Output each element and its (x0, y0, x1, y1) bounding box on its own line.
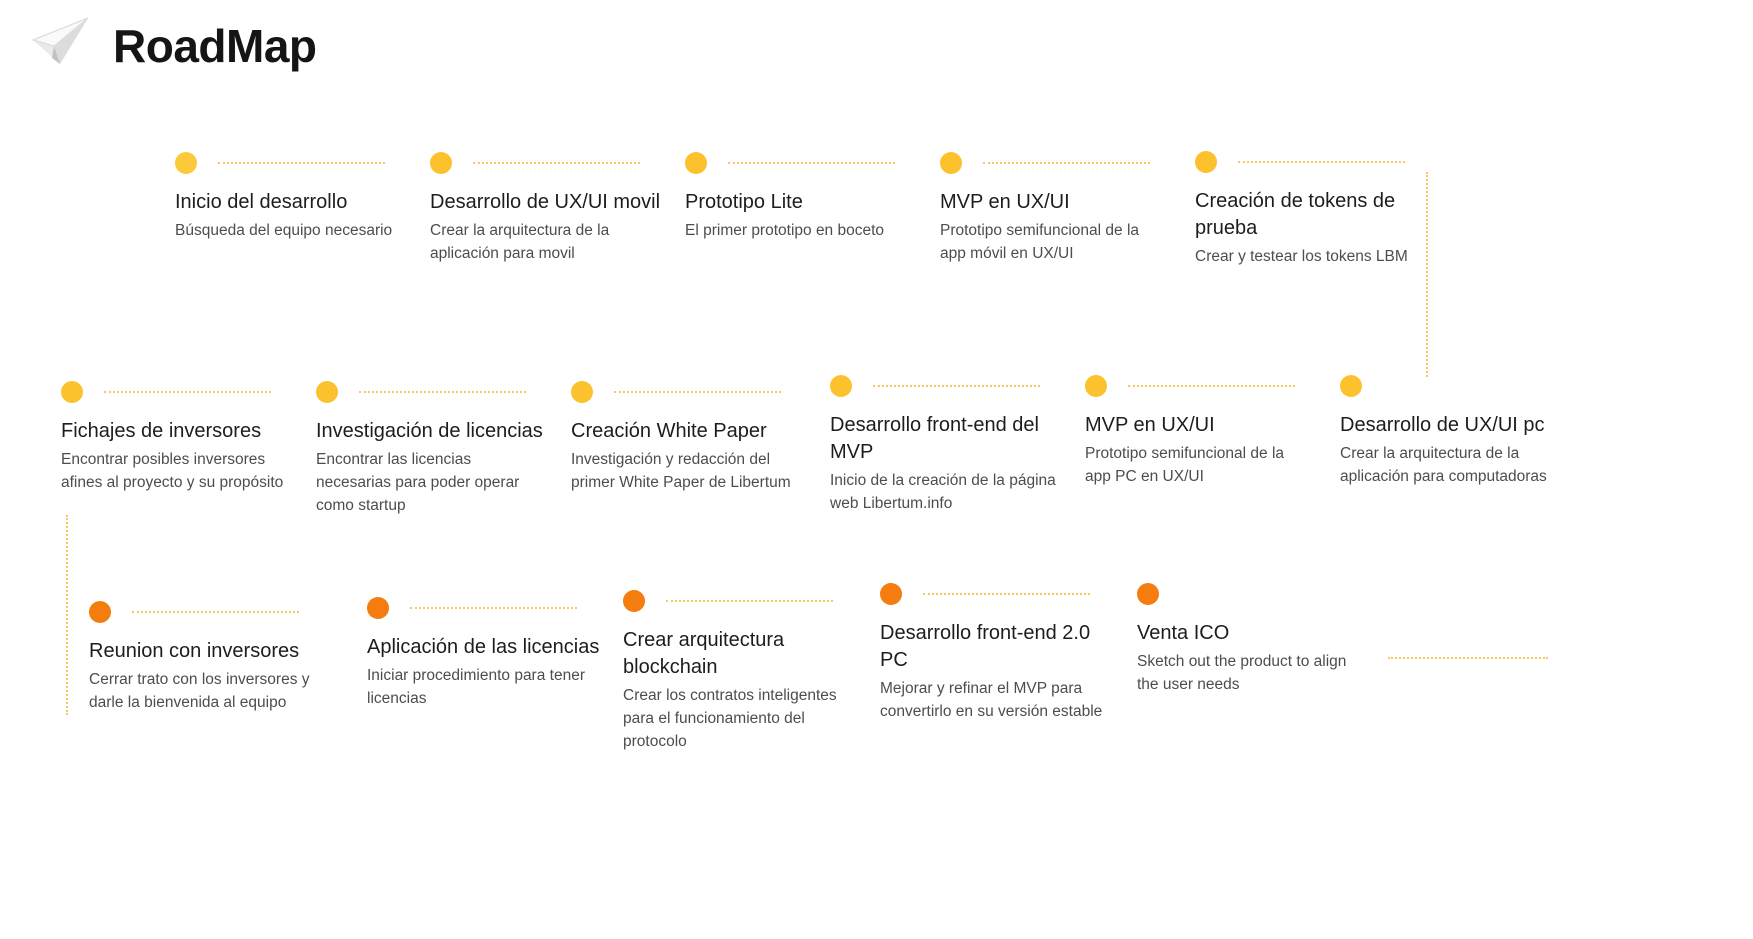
milestone-title: Prototipo Lite (685, 191, 803, 213)
milestone-title: MVP en UX/UI (1085, 414, 1215, 436)
milestone-description: Crear los contratos inteligentes para el… (623, 687, 837, 750)
milestone-dot (89, 601, 111, 623)
milestone-dot (940, 152, 962, 174)
milestone-dot (1340, 375, 1362, 397)
connector-line (1238, 161, 1405, 163)
connector-line (923, 593, 1090, 595)
paper-plane-icon (30, 14, 92, 68)
milestone-dot (880, 583, 902, 605)
connector-line (728, 162, 895, 164)
milestone-dot (571, 381, 593, 403)
milestone-title: Creación de tokens de prueba (1195, 190, 1396, 239)
milestone-dot (1195, 151, 1217, 173)
milestone-dot (685, 152, 707, 174)
connector-line (983, 162, 1150, 164)
milestone-dot (61, 381, 83, 403)
connector-line (410, 607, 577, 609)
milestone-dot (316, 381, 338, 403)
milestone-description: Sketch out the product to align the user… (1137, 653, 1347, 693)
milestone-description: Cerrar trato con los inversores y darle … (89, 671, 310, 711)
milestone-description: Inicio de la creación de la página web L… (830, 472, 1056, 512)
milestone-title: Inicio del desarrollo (175, 191, 348, 213)
milestone-title: MVP en UX/UI (940, 191, 1070, 213)
milestone-title: Reunion con inversores (89, 640, 300, 662)
milestone-description: Prototipo semifuncional de la app PC en … (1085, 445, 1285, 485)
milestone-title: Desarrollo front-end 2.0 PC (880, 622, 1091, 671)
milestone-title: Desarrollo de UX/UI movil (430, 191, 661, 213)
header: RoadMap (30, 14, 450, 78)
milestone-dot (623, 590, 645, 612)
connector-line (473, 162, 640, 164)
milestone-description: Crear la arquitectura de la aplicación p… (1340, 445, 1547, 485)
milestone-description: Crear y testear los tokens LBM (1195, 248, 1408, 265)
trailing-connector (1388, 657, 1548, 659)
connector-line (104, 391, 271, 393)
page-title: RoadMap (113, 20, 317, 72)
milestone-description: Investigación y redacción del primer Whi… (571, 451, 791, 491)
milestone-title: Fichajes de inversores (61, 420, 262, 442)
milestone-description: El primer prototipo en boceto (685, 222, 885, 239)
milestone-dot (830, 375, 852, 397)
milestone-dot (1137, 583, 1159, 605)
milestone-title: Desarrollo front-end del MVP (830, 414, 1039, 463)
milestone-description: Iniciar procedimiento para tener licenci… (367, 667, 585, 707)
milestone-description: Mejorar y refinar el MVP para convertirl… (880, 680, 1103, 720)
row-connector-left (66, 515, 68, 715)
connector-line (666, 600, 833, 602)
milestone-dot (1085, 375, 1107, 397)
milestone-description: Prototipo semifuncional de la app móvil … (940, 222, 1140, 262)
milestone-title: Investigación de licencias (316, 420, 543, 442)
connector-line (132, 611, 299, 613)
connector-line (614, 391, 781, 393)
milestone-dot (430, 152, 452, 174)
milestone-title: Desarrollo de UX/UI pc (1340, 414, 1545, 436)
connector-line (873, 385, 1040, 387)
connector-line (1128, 385, 1295, 387)
milestone-description: Encontrar posibles inversores afines al … (61, 451, 284, 491)
milestone-dot (175, 152, 197, 174)
milestone-dot (367, 597, 389, 619)
milestone-description: Búsqueda del equipo necesario (175, 222, 393, 239)
milestone-title: Venta ICO (1137, 622, 1230, 644)
milestone-description: Encontrar las licencias necesarias para … (316, 451, 520, 514)
milestone-description: Crear la arquitectura de la aplicación p… (430, 222, 610, 262)
connector-line (218, 162, 385, 164)
milestone-title: Crear arquitectura blockchain (623, 629, 785, 678)
row-connector-right (1426, 172, 1428, 377)
milestone-title: Creación White Paper (571, 420, 767, 442)
connector-line (359, 391, 526, 393)
milestone-title: Aplicación de las licencias (367, 636, 600, 658)
